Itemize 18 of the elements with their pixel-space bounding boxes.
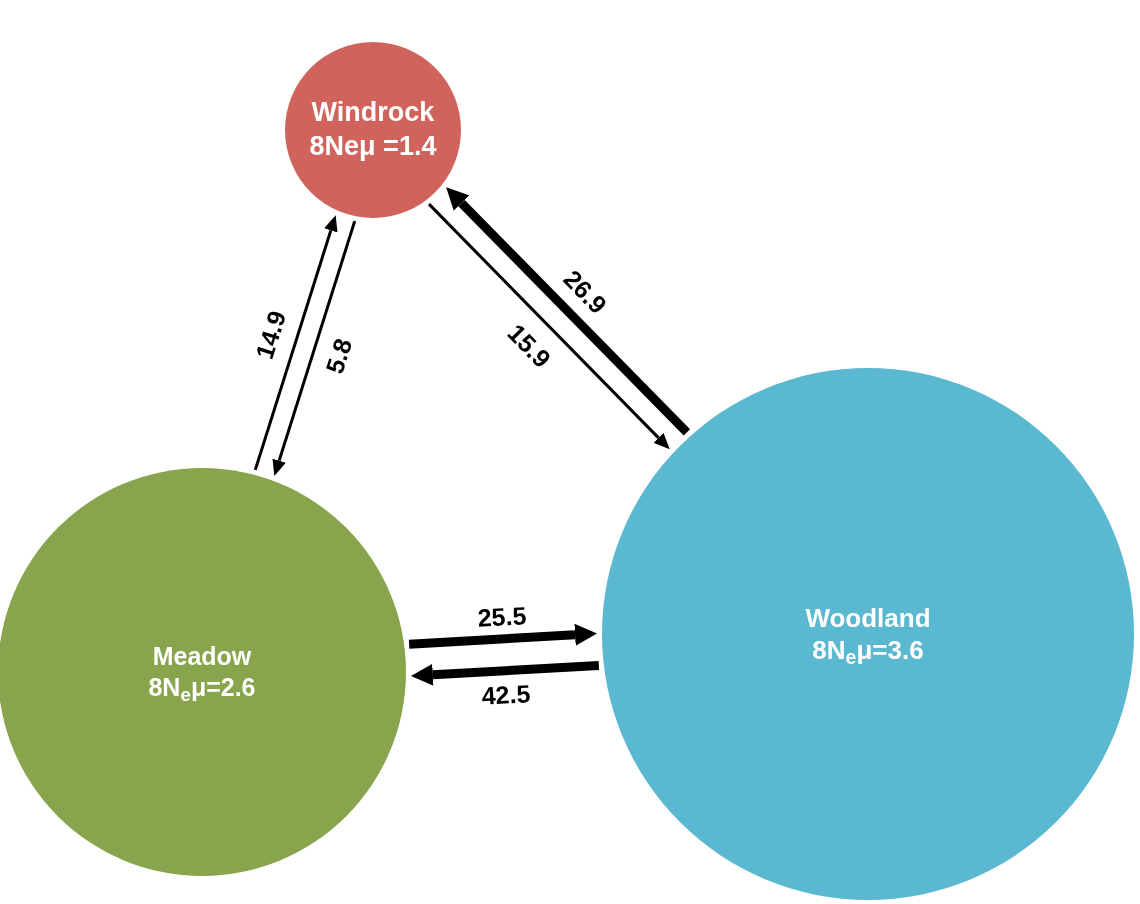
edge-label: 14.9 xyxy=(251,307,290,362)
arrow xyxy=(410,660,600,686)
edge-label: 25.5 xyxy=(476,602,527,631)
diversity-value: 8N$_{e}$μ=2.6 xyxy=(148,672,256,704)
diversity-value: 8Neμ =1.4 xyxy=(309,130,437,163)
edge-label: 15.9 xyxy=(503,320,556,373)
edge-label: 42.5 xyxy=(481,680,532,709)
population-name: Windrock xyxy=(311,96,435,130)
arrow xyxy=(253,215,338,471)
population-name: Meadow xyxy=(152,640,252,672)
population-name: Woodland xyxy=(805,601,931,634)
arrow xyxy=(446,187,691,436)
arrow xyxy=(408,623,597,649)
diversity-value: 8N$_{e}$μ=3.6 xyxy=(812,634,924,667)
arrow xyxy=(427,203,670,450)
arrow xyxy=(272,220,357,476)
edge-label: 5.8 xyxy=(322,336,357,377)
edge-label: 26.9 xyxy=(559,265,611,318)
